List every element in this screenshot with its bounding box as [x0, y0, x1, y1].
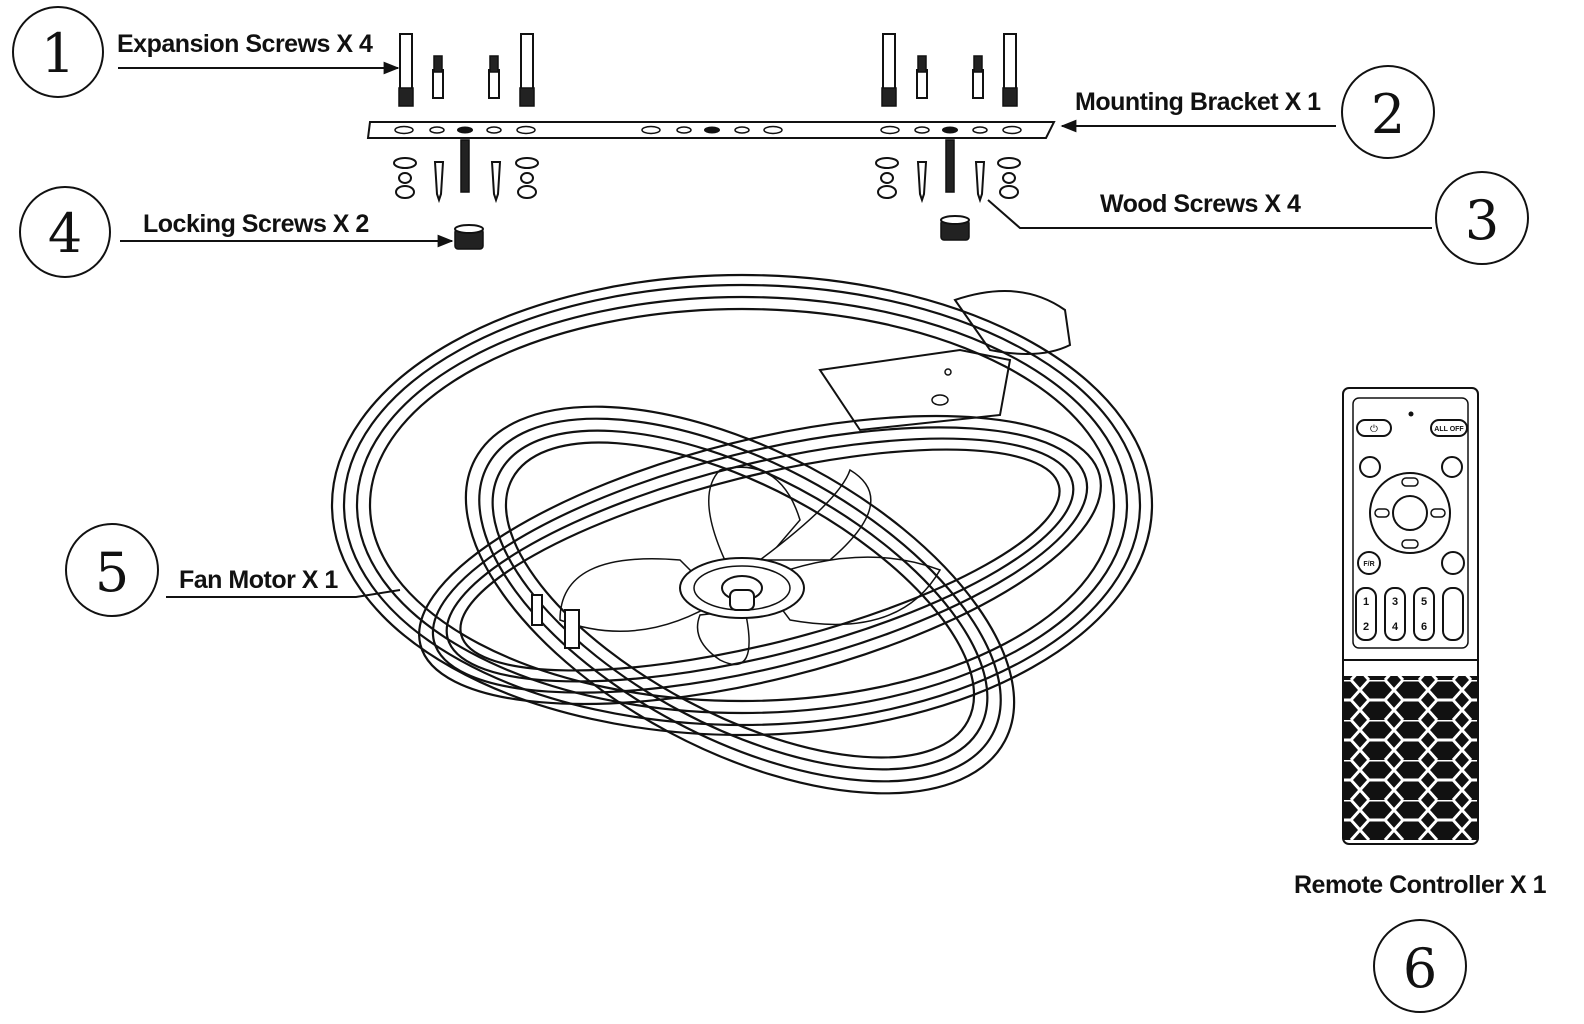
wood-screw: [916, 161, 928, 204]
callout-number: 5: [95, 541, 129, 604]
expansion-screw: [881, 33, 897, 107]
expansion-screw: [398, 33, 414, 107]
wall-anchor: [972, 55, 984, 99]
locking-nut: [940, 215, 970, 241]
washer-stack: [515, 157, 539, 199]
fr-button: F/R: [1357, 551, 1381, 575]
wall-anchor: [488, 55, 500, 99]
fan-hub: [679, 557, 805, 619]
remote-controller: ⏻ ALL OFF F/R 1 2: [1342, 387, 1479, 845]
power-button: ⏻: [1356, 419, 1392, 437]
label-remote-controller: Remote Controller X 1: [1294, 871, 1547, 899]
callout-circle: [1373, 919, 1467, 1013]
button-label: 1: [1363, 596, 1369, 608]
speed-buttons: 1 2 3 4 5 6: [1355, 587, 1464, 641]
callout-2: 2 Mounting Bracket X 1: [1060, 65, 1435, 159]
mounting-bracket: [366, 121, 1056, 139]
callout-number: 4: [48, 202, 82, 265]
callout-circle: [65, 523, 159, 617]
label-expansion-screws: Expansion Screws X 4: [117, 30, 373, 58]
callout-3: 3 Wood Screws X 4: [987, 171, 1529, 265]
fan-icon: [1441, 456, 1463, 478]
button-label: 3: [1392, 596, 1398, 608]
callout-circle: [1435, 171, 1529, 265]
button-label: ALL OFF: [1434, 426, 1464, 433]
fan-blades: [559, 466, 942, 666]
fan-motor: [330, 273, 1154, 795]
washer-stack: [997, 157, 1021, 199]
callout-1: 1 Expansion Screws X 4: [12, 6, 400, 98]
all-off-button: ALL OFF: [1430, 419, 1468, 437]
label-fan-motor: Fan Motor X 1: [179, 566, 338, 594]
remote-grille: [1344, 676, 1477, 840]
remote-dpad: [1369, 472, 1451, 554]
callout-circle: [1341, 65, 1435, 159]
locking-nut: [454, 224, 484, 250]
wall-anchor: [432, 55, 444, 99]
button-label: 5: [1421, 596, 1427, 608]
callout-number: 6: [1403, 937, 1437, 1000]
button-label: 6: [1421, 621, 1427, 633]
wood-screw: [433, 161, 445, 204]
timer-button: [1441, 551, 1465, 575]
label-locking-screws: Locking Screws X 2: [143, 210, 369, 238]
washer-stack: [393, 157, 417, 199]
expansion-screw: [1002, 33, 1018, 107]
callout-4: 4 Locking Screws X 2: [19, 186, 454, 278]
expansion-screw: [519, 33, 535, 107]
light-rings: [330, 273, 1154, 795]
label-mounting-bracket: Mounting Bracket X 1: [1075, 88, 1321, 116]
label-wood-screws: Wood Screws X 4: [1100, 190, 1301, 218]
locking-nuts: [454, 215, 970, 250]
wood-screw: [490, 161, 502, 204]
bracket-hardware: [393, 139, 1021, 204]
callout-number: 3: [1465, 189, 1499, 252]
washer-stack: [875, 157, 899, 199]
svg-text:⏻: ⏻: [1370, 424, 1378, 435]
callout-circle: [12, 6, 104, 98]
light-icon: [1359, 456, 1381, 478]
expansion-screws: [398, 33, 1018, 107]
callout-6: Remote Controller X 1 6: [1294, 871, 1547, 1013]
callout-circle: [19, 186, 111, 278]
button-label: F/R: [1363, 561, 1374, 568]
callout-number: 2: [1371, 83, 1405, 146]
wood-screw: [974, 161, 986, 204]
button-label: 4: [1392, 621, 1399, 633]
callout-5: 5 Fan Motor X 1: [65, 523, 401, 617]
callout-number: 1: [41, 22, 75, 85]
button-label: 2: [1363, 621, 1369, 633]
fan-canopy: [818, 290, 1072, 432]
wall-anchor: [916, 55, 928, 99]
